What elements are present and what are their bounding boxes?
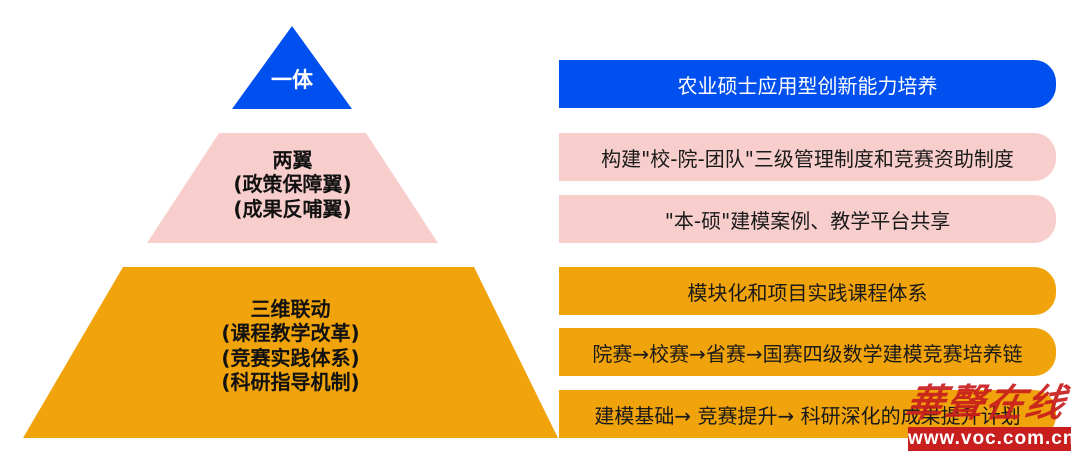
box-policy-system: 构建"校-院-团队"三级管理制度和竞赛资助制度 <box>559 133 1056 181</box>
box-text: 构建"校-院-团队"三级管理制度和竞赛资助制度 <box>601 146 1014 171</box>
tier-middle-title: 两翼 <box>272 148 313 172</box>
tier-bottom-title: 三维联动 <box>250 297 331 321</box>
pyramid-bottom-trapezoid <box>23 267 558 438</box>
tier-top-label: 一体 <box>232 68 352 94</box>
box-resource-sharing: "本-硕"建模案例、教学平台共享 <box>559 195 1056 243</box>
pyramid-top-triangle <box>232 26 352 109</box>
box-text: 院赛→校赛→省赛→国赛四级数学建模竞赛培养链 <box>592 341 1023 366</box>
tier-bottom-line: (课程教学改革) <box>221 321 360 346</box>
tier-middle-line: (成果反哺翼) <box>233 196 352 221</box>
tier-top-line: 一体 <box>271 68 313 92</box>
box-text: "本-硕"建模案例、教学平台共享 <box>664 208 951 233</box>
tier-bottom-line: (科研指导机制) <box>221 370 360 395</box>
box-research-plan: 建模基础→ 竞赛提升→ 科研深化的成果提升计划 <box>559 390 1056 438</box>
box-top-goal: 农业硕士应用型创新能力培养 <box>559 60 1056 108</box>
watermark-logo-text: 華聲在线 <box>901 380 1072 425</box>
pyramid-middle-trapezoid <box>147 133 438 243</box>
tier-middle-label: 两翼 (政策保障翼) (成果反哺翼) <box>147 148 438 221</box>
tier-middle-line: (政策保障翼) <box>233 172 352 197</box>
box-text: 模块化和项目实践课程体系 <box>687 280 928 305</box>
box-text: 农业硕士应用型创新能力培养 <box>677 73 938 98</box>
tier-bottom-line: (竞赛实践体系) <box>221 345 360 370</box>
box-course-system: 模块化和项目实践课程体系 <box>559 267 1056 315</box>
watermark-url: www.voc.com.cn <box>908 427 1076 451</box>
box-competition-chain: 院赛→校赛→省赛→国赛四级数学建模竞赛培养链 <box>559 328 1056 376</box>
tier-bottom-label: 三维联动 (课程教学改革) (竞赛实践体系) (科研指导机制) <box>23 297 558 395</box>
box-text: 建模基础→ 竞赛提升→ 科研深化的成果提升计划 <box>594 403 1021 428</box>
